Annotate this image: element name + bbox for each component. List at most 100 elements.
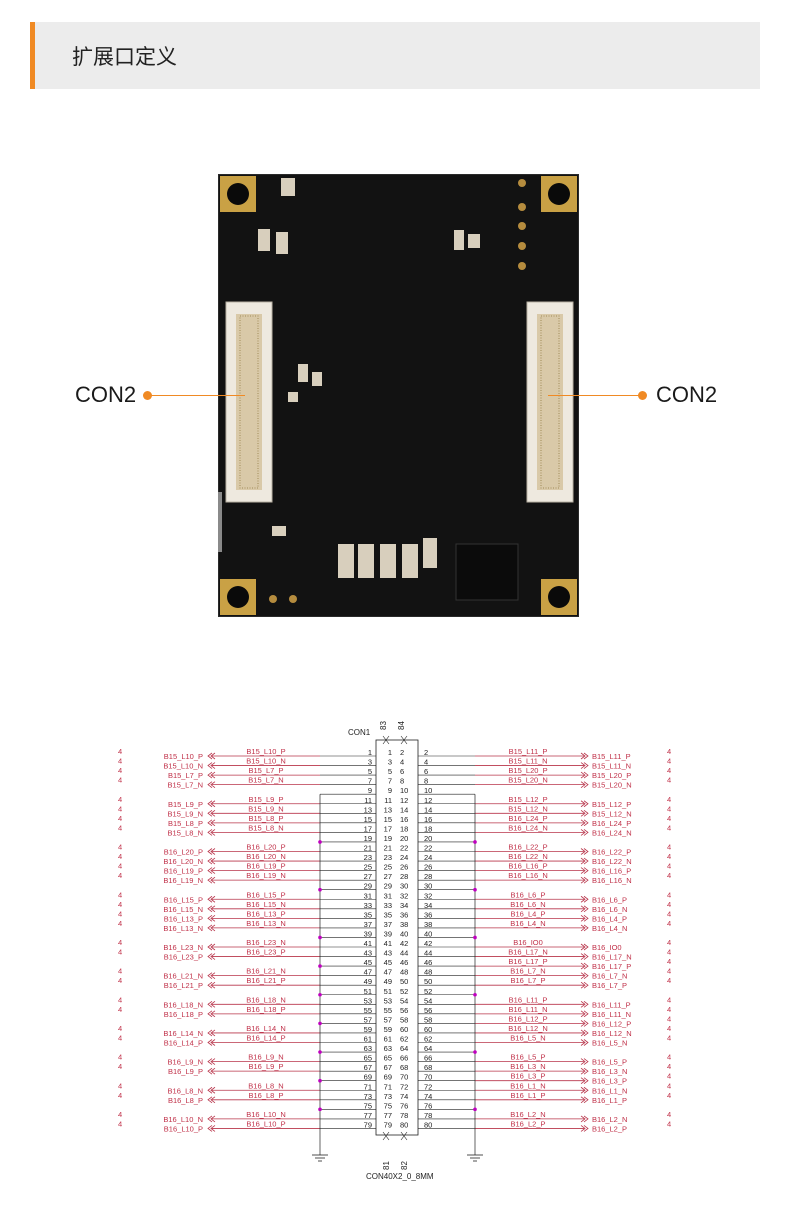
port-label: B16_L14_P <box>164 1039 203 1048</box>
net-label: B16_L1_P <box>510 1091 545 1100</box>
pin-number-inner: 36 <box>400 910 408 919</box>
pin-number-inner: 53 <box>384 996 392 1005</box>
section-header: 扩展口定义 <box>30 22 760 89</box>
accent-bar <box>30 22 35 89</box>
net-label: B16_L5_N <box>510 1034 545 1043</box>
port-label: B16_L21_N <box>163 972 203 981</box>
sheet-ref: 4 <box>118 757 122 766</box>
sheet-ref: 4 <box>667 823 671 832</box>
port-label: B16_L7_N <box>592 972 627 981</box>
pin-number-inner: 69 <box>384 1073 392 1082</box>
pin-number: 5 <box>368 767 372 776</box>
pin-number: 57 <box>364 1015 372 1024</box>
pin-number-inner: 15 <box>384 815 392 824</box>
connector-body <box>375 739 419 1136</box>
pin-number: 18 <box>424 824 432 833</box>
net-label: B15_L10_P <box>246 747 285 756</box>
pin-number: 30 <box>424 882 432 891</box>
pin-number-inner: 17 <box>384 824 392 833</box>
pin-pads <box>269 179 526 603</box>
pin-number-inner: 8 <box>400 777 404 786</box>
sheet-ref: 4 <box>667 995 671 1004</box>
pin-number-inner: 59 <box>384 1025 392 1034</box>
net-label: B16_L7_P <box>510 976 545 985</box>
pin-number: 50 <box>424 977 432 986</box>
pin-number: 51 <box>364 987 372 996</box>
pin-number-inner: 39 <box>384 929 392 938</box>
connector-ref: CON1 <box>348 728 371 737</box>
pin-number: 3 <box>368 758 372 767</box>
sheet-ref: 4 <box>667 909 671 918</box>
net-label: B16_L2_P <box>510 1119 545 1128</box>
net-label: B15_L10_N <box>246 757 286 766</box>
net-label: B16_L22_N <box>508 852 548 861</box>
port-label: B16_L1_P <box>592 1096 627 1105</box>
net-label: B16_L4_P <box>510 909 545 918</box>
net-label: B16_L20_P <box>246 843 285 852</box>
net-label: B15_L7_P <box>248 766 283 775</box>
pin-number-inner: 62 <box>400 1035 408 1044</box>
pin-number: 34 <box>424 901 432 910</box>
pin-number: 26 <box>424 863 432 872</box>
port-label: B15_L8_P <box>168 819 203 828</box>
sheet-ref: 4 <box>667 757 671 766</box>
pin-number: 19 <box>364 834 372 843</box>
port-label: B16_L11_P <box>592 1000 631 1009</box>
port-label: B16_L2_P <box>592 1124 627 1133</box>
port-label: B15_L20_N <box>592 781 632 790</box>
pin-number: 42 <box>424 939 432 948</box>
sheet-ref: 4 <box>667 1014 671 1023</box>
pin-number: 80 <box>424 1120 432 1129</box>
port-label: B16_L18_N <box>163 1000 203 1009</box>
sheet-ref: 4 <box>667 814 671 823</box>
sheet-ref: 4 <box>118 976 122 985</box>
port-label: B16_L15_N <box>163 905 203 914</box>
pin-number-inner: 64 <box>400 1044 408 1053</box>
pin-number: 43 <box>364 949 372 958</box>
net-label: B16_L14_N <box>246 1024 286 1033</box>
pin-number-inner: 73 <box>384 1092 392 1101</box>
net-label: B16_L23_P <box>246 948 285 957</box>
pin-number-inner: 49 <box>384 977 392 986</box>
net-label: B16_L18_N <box>246 995 286 1004</box>
port-label: B16_L9_P <box>168 1067 203 1076</box>
pin-number-inner: 54 <box>400 996 408 1005</box>
sheet-ref: 4 <box>118 919 122 928</box>
port-label: B15_L20_P <box>592 771 631 780</box>
port-label: B15_L7_P <box>168 771 203 780</box>
pin-number: 21 <box>364 844 372 853</box>
port-label: B16_L21_P <box>164 981 203 990</box>
callout-line-right <box>548 395 640 396</box>
port-label: B15_L10_P <box>164 752 203 761</box>
pin-number: 23 <box>364 853 372 862</box>
pin-number: 49 <box>364 977 372 986</box>
port-label: B16_L11_N <box>592 1010 631 1019</box>
